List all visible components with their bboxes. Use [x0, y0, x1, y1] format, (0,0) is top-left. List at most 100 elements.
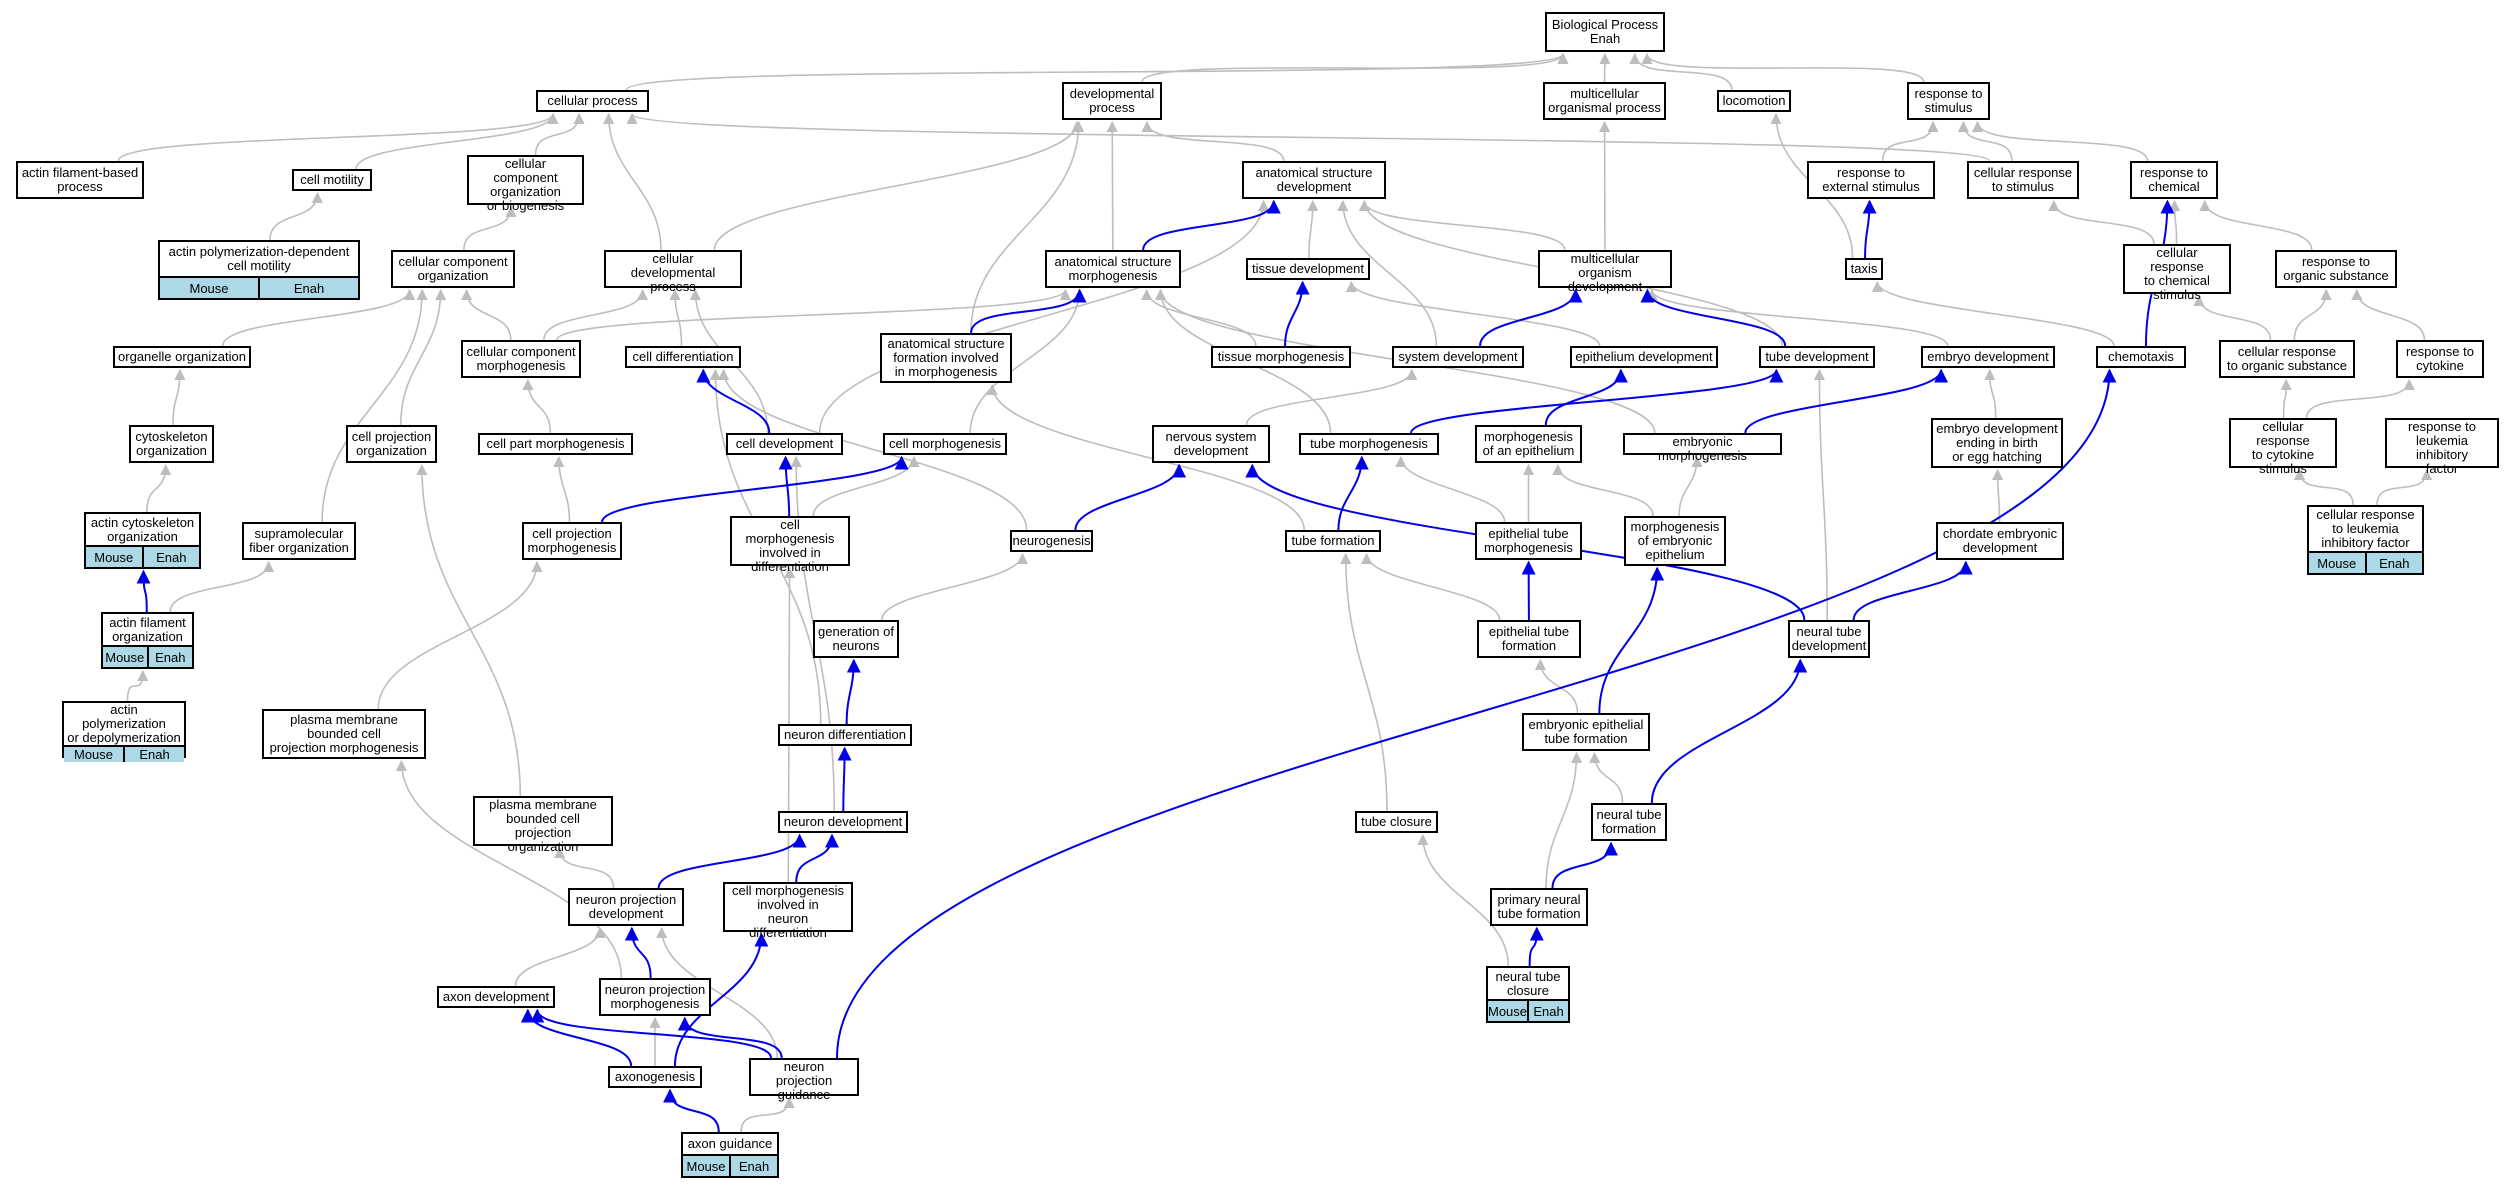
- go-term-node[interactable]: locomotion: [1717, 90, 1791, 112]
- go-term-node[interactable]: multicellular organism development: [1538, 250, 1672, 294]
- edge: [718, 368, 1028, 531]
- go-term-node[interactable]: plasma membrane bounded cell projection …: [473, 796, 613, 854]
- go-term-node[interactable]: response to chemical: [2130, 161, 2218, 199]
- go-term-node[interactable]: cellular component organization or bioge…: [467, 155, 584, 213]
- go-term-node[interactable]: cell projection organization: [346, 425, 437, 463]
- go-term-node[interactable]: cell morphogenesis involved in different…: [730, 516, 850, 574]
- edge: [117, 112, 559, 162]
- go-term-node[interactable]: anatomical structure development: [1242, 161, 1386, 199]
- edge: [416, 463, 522, 797]
- go-term-label: neuron differentiation: [784, 727, 906, 742]
- go-term-node[interactable]: neuron development: [778, 811, 908, 833]
- go-term-node[interactable]: response to leukemia inhibitory factor: [2385, 418, 2499, 476]
- go-term-node[interactable]: developmental process: [1062, 82, 1162, 120]
- go-term-node[interactable]: plasma membrane bounded cell projection …: [262, 709, 426, 759]
- go-term-label: cell projection morphogenesis: [527, 526, 617, 555]
- go-term-node[interactable]: generation of neurons: [813, 620, 899, 658]
- go-term-node[interactable]: morphogenesis of an epithelium: [1475, 425, 1582, 463]
- go-term-node[interactable]: axon development: [437, 986, 555, 1008]
- highlighted-edge: [1410, 368, 1784, 434]
- go-term-node[interactable]: tissue morphogenesis: [1211, 346, 1351, 368]
- go-term-label: tube closure: [1361, 814, 1432, 829]
- go-term-node[interactable]: embryo development ending in birth or eg…: [1931, 418, 2063, 468]
- go-term-node[interactable]: cellular response to chemical stimulus: [2123, 244, 2231, 302]
- go-term-node[interactable]: response to stimulus: [1907, 82, 1990, 120]
- go-term-node[interactable]: actin polymerization or depolymerization…: [62, 701, 186, 762]
- go-term-node[interactable]: cellular component morphogenesis: [461, 340, 581, 378]
- go-term-node[interactable]: axonogenesis: [608, 1066, 702, 1088]
- go-term-label: axon guidance: [687, 1136, 773, 1151]
- go-term-node[interactable]: cell part morphogenesis: [478, 433, 633, 455]
- go-term-node[interactable]: cell morphogenesis involved in neuron di…: [723, 882, 853, 940]
- go-term-node[interactable]: chordate embryonic development: [1936, 522, 2064, 560]
- go-term-node[interactable]: epithelial tube formation: [1477, 620, 1581, 658]
- annotation-species: Mouse: [64, 747, 123, 762]
- go-term-label: morphogenesis of an epithelium: [1482, 429, 1575, 458]
- go-term-node[interactable]: tube closure: [1355, 811, 1438, 833]
- go-term-node[interactable]: neural tube formation: [1591, 803, 1667, 841]
- go-term-node[interactable]: response to external stimulus: [1807, 161, 1935, 199]
- go-term-node[interactable]: response to cytokine: [2396, 340, 2484, 378]
- go-term-label: primary neural tube formation: [1497, 892, 1581, 921]
- go-term-label: cellular process: [547, 93, 638, 108]
- go-term-label: neuron projection morphogenesis: [604, 982, 706, 1011]
- go-term-label: cytoskeleton organization: [135, 429, 208, 458]
- go-term-node[interactable]: cell morphogenesis: [883, 433, 1007, 455]
- go-term-node[interactable]: cell projection morphogenesis: [522, 522, 622, 560]
- go-term-node[interactable]: supramolecular fiber organization: [242, 522, 356, 560]
- go-term-node[interactable]: actin filament-based process: [16, 161, 144, 199]
- go-term-node[interactable]: response to organic substance: [2275, 250, 2397, 288]
- edge: [1871, 280, 2115, 347]
- go-term-label: developmental process: [1069, 86, 1155, 115]
- go-term-node[interactable]: anatomical structure morphogenesis: [1045, 250, 1181, 288]
- go-term-node[interactable]: cellular response to organic substance: [2219, 340, 2355, 378]
- go-term-node[interactable]: cell motility: [292, 169, 372, 191]
- go-term-node[interactable]: cell development: [726, 433, 843, 455]
- go-term-node[interactable]: nervous system development: [1152, 425, 1270, 463]
- go-term-node[interactable]: primary neural tube formation: [1490, 888, 1588, 926]
- go-term-node[interactable]: Biological Process Enah: [1545, 12, 1665, 52]
- go-term-node[interactable]: neuron differentiation: [778, 724, 912, 746]
- go-term-node[interactable]: actin polymerization-dependent cell moti…: [158, 240, 360, 300]
- go-term-node[interactable]: tube development: [1759, 346, 1875, 368]
- edge: [669, 288, 683, 347]
- highlighted-edge: [1074, 463, 1187, 531]
- go-term-node[interactable]: cellular response to leukemia inhibitory…: [2307, 505, 2424, 575]
- go-term-node[interactable]: embryonic epithelial tube formation: [1522, 713, 1650, 751]
- go-term-node[interactable]: embryonic morphogenesis: [1623, 433, 1782, 463]
- go-term-node[interactable]: epithelial tube morphogenesis: [1475, 522, 1582, 560]
- go-term-node[interactable]: cellular response to stimulus: [1967, 161, 2079, 199]
- go-term-node[interactable]: cell differentiation: [625, 346, 741, 368]
- go-term-node[interactable]: neuron projection morphogenesis: [599, 978, 711, 1016]
- go-term-node[interactable]: neurogenesis: [1010, 530, 1093, 552]
- go-term-node[interactable]: organelle organization: [113, 346, 251, 368]
- go-term-node[interactable]: cellular component organization: [391, 250, 515, 288]
- edge: [2169, 199, 2181, 245]
- go-term-label: plasma membrane bounded cell projection …: [269, 712, 419, 755]
- go-term-node[interactable]: cellular process: [536, 90, 649, 112]
- go-term-node[interactable]: morphogenesis of embryonic epithelium: [1624, 516, 1726, 566]
- go-term-node[interactable]: tissue development: [1246, 258, 1370, 280]
- go-term-node[interactable]: tube formation: [1285, 530, 1381, 552]
- edge: [1646, 288, 1949, 347]
- go-term-node[interactable]: neuron projection development: [568, 888, 684, 926]
- go-term-node[interactable]: neuron projection guidance: [749, 1058, 859, 1102]
- go-term-node[interactable]: chemotaxis: [2096, 346, 2186, 368]
- go-term-node[interactable]: cellular response to cytokine stimulus: [2229, 418, 2337, 476]
- go-term-node[interactable]: embryo development: [1921, 346, 2055, 368]
- go-term-node[interactable]: cytoskeleton organization: [129, 425, 214, 463]
- go-term-node[interactable]: tube morphogenesis: [1299, 433, 1439, 455]
- go-term-node[interactable]: multicellular organismal process: [1543, 82, 1666, 120]
- go-term-node[interactable]: cellular developmental process: [604, 250, 742, 294]
- go-term-node[interactable]: anatomical structure formation involved …: [880, 333, 1012, 383]
- go-term-node[interactable]: system development: [1392, 346, 1524, 368]
- go-term-node[interactable]: epithelium development: [1570, 346, 1718, 368]
- go-term-label: anatomical structure development: [1255, 165, 1373, 194]
- go-term-node[interactable]: neural tube development: [1788, 620, 1870, 658]
- go-term-node[interactable]: taxis: [1845, 258, 1883, 280]
